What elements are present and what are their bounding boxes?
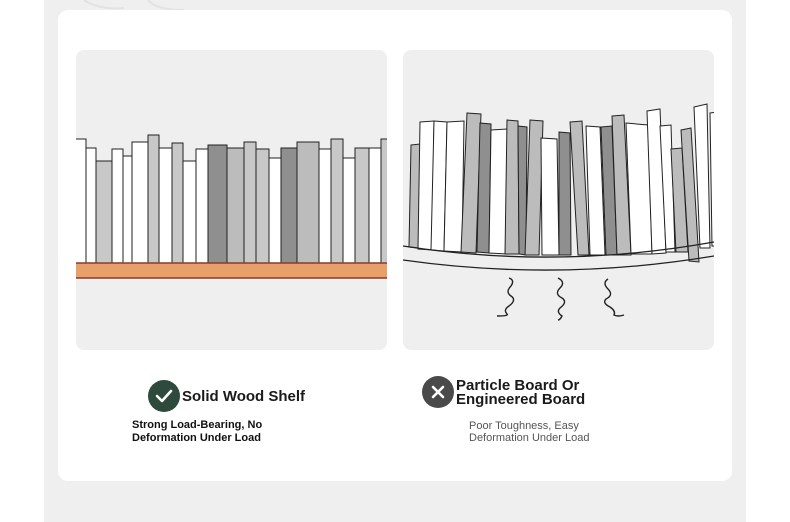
- particle-board-title-line1: Particle Board Or: [456, 377, 580, 394]
- particle-board-description-line1: Poor Toughness, Easy: [469, 420, 579, 432]
- cross-badge: [422, 376, 454, 408]
- solid-wood-illustration: [76, 50, 387, 350]
- particle-board-title-line2: Engineered Board: [456, 391, 586, 408]
- close-icon: [431, 385, 445, 399]
- check-icon: [155, 389, 173, 403]
- solid-wood-description-line1: Strong Load-Bearing, No: [132, 419, 263, 431]
- check-badge: [148, 380, 180, 412]
- particle-board-description-line2: Deformation Under Load: [469, 432, 590, 444]
- decorative-arcs: [83, 0, 185, 11]
- solid-wood-title: Solid Wood Shelf: [182, 388, 306, 405]
- solid-wood-description-line2: Deformation Under Load: [132, 432, 261, 444]
- solid-wood-books-svg: [76, 134, 387, 279]
- vibration-marks: [496, 277, 625, 321]
- particle-board-illustration: [403, 50, 714, 350]
- particle-board-books-svg: [403, 103, 714, 321]
